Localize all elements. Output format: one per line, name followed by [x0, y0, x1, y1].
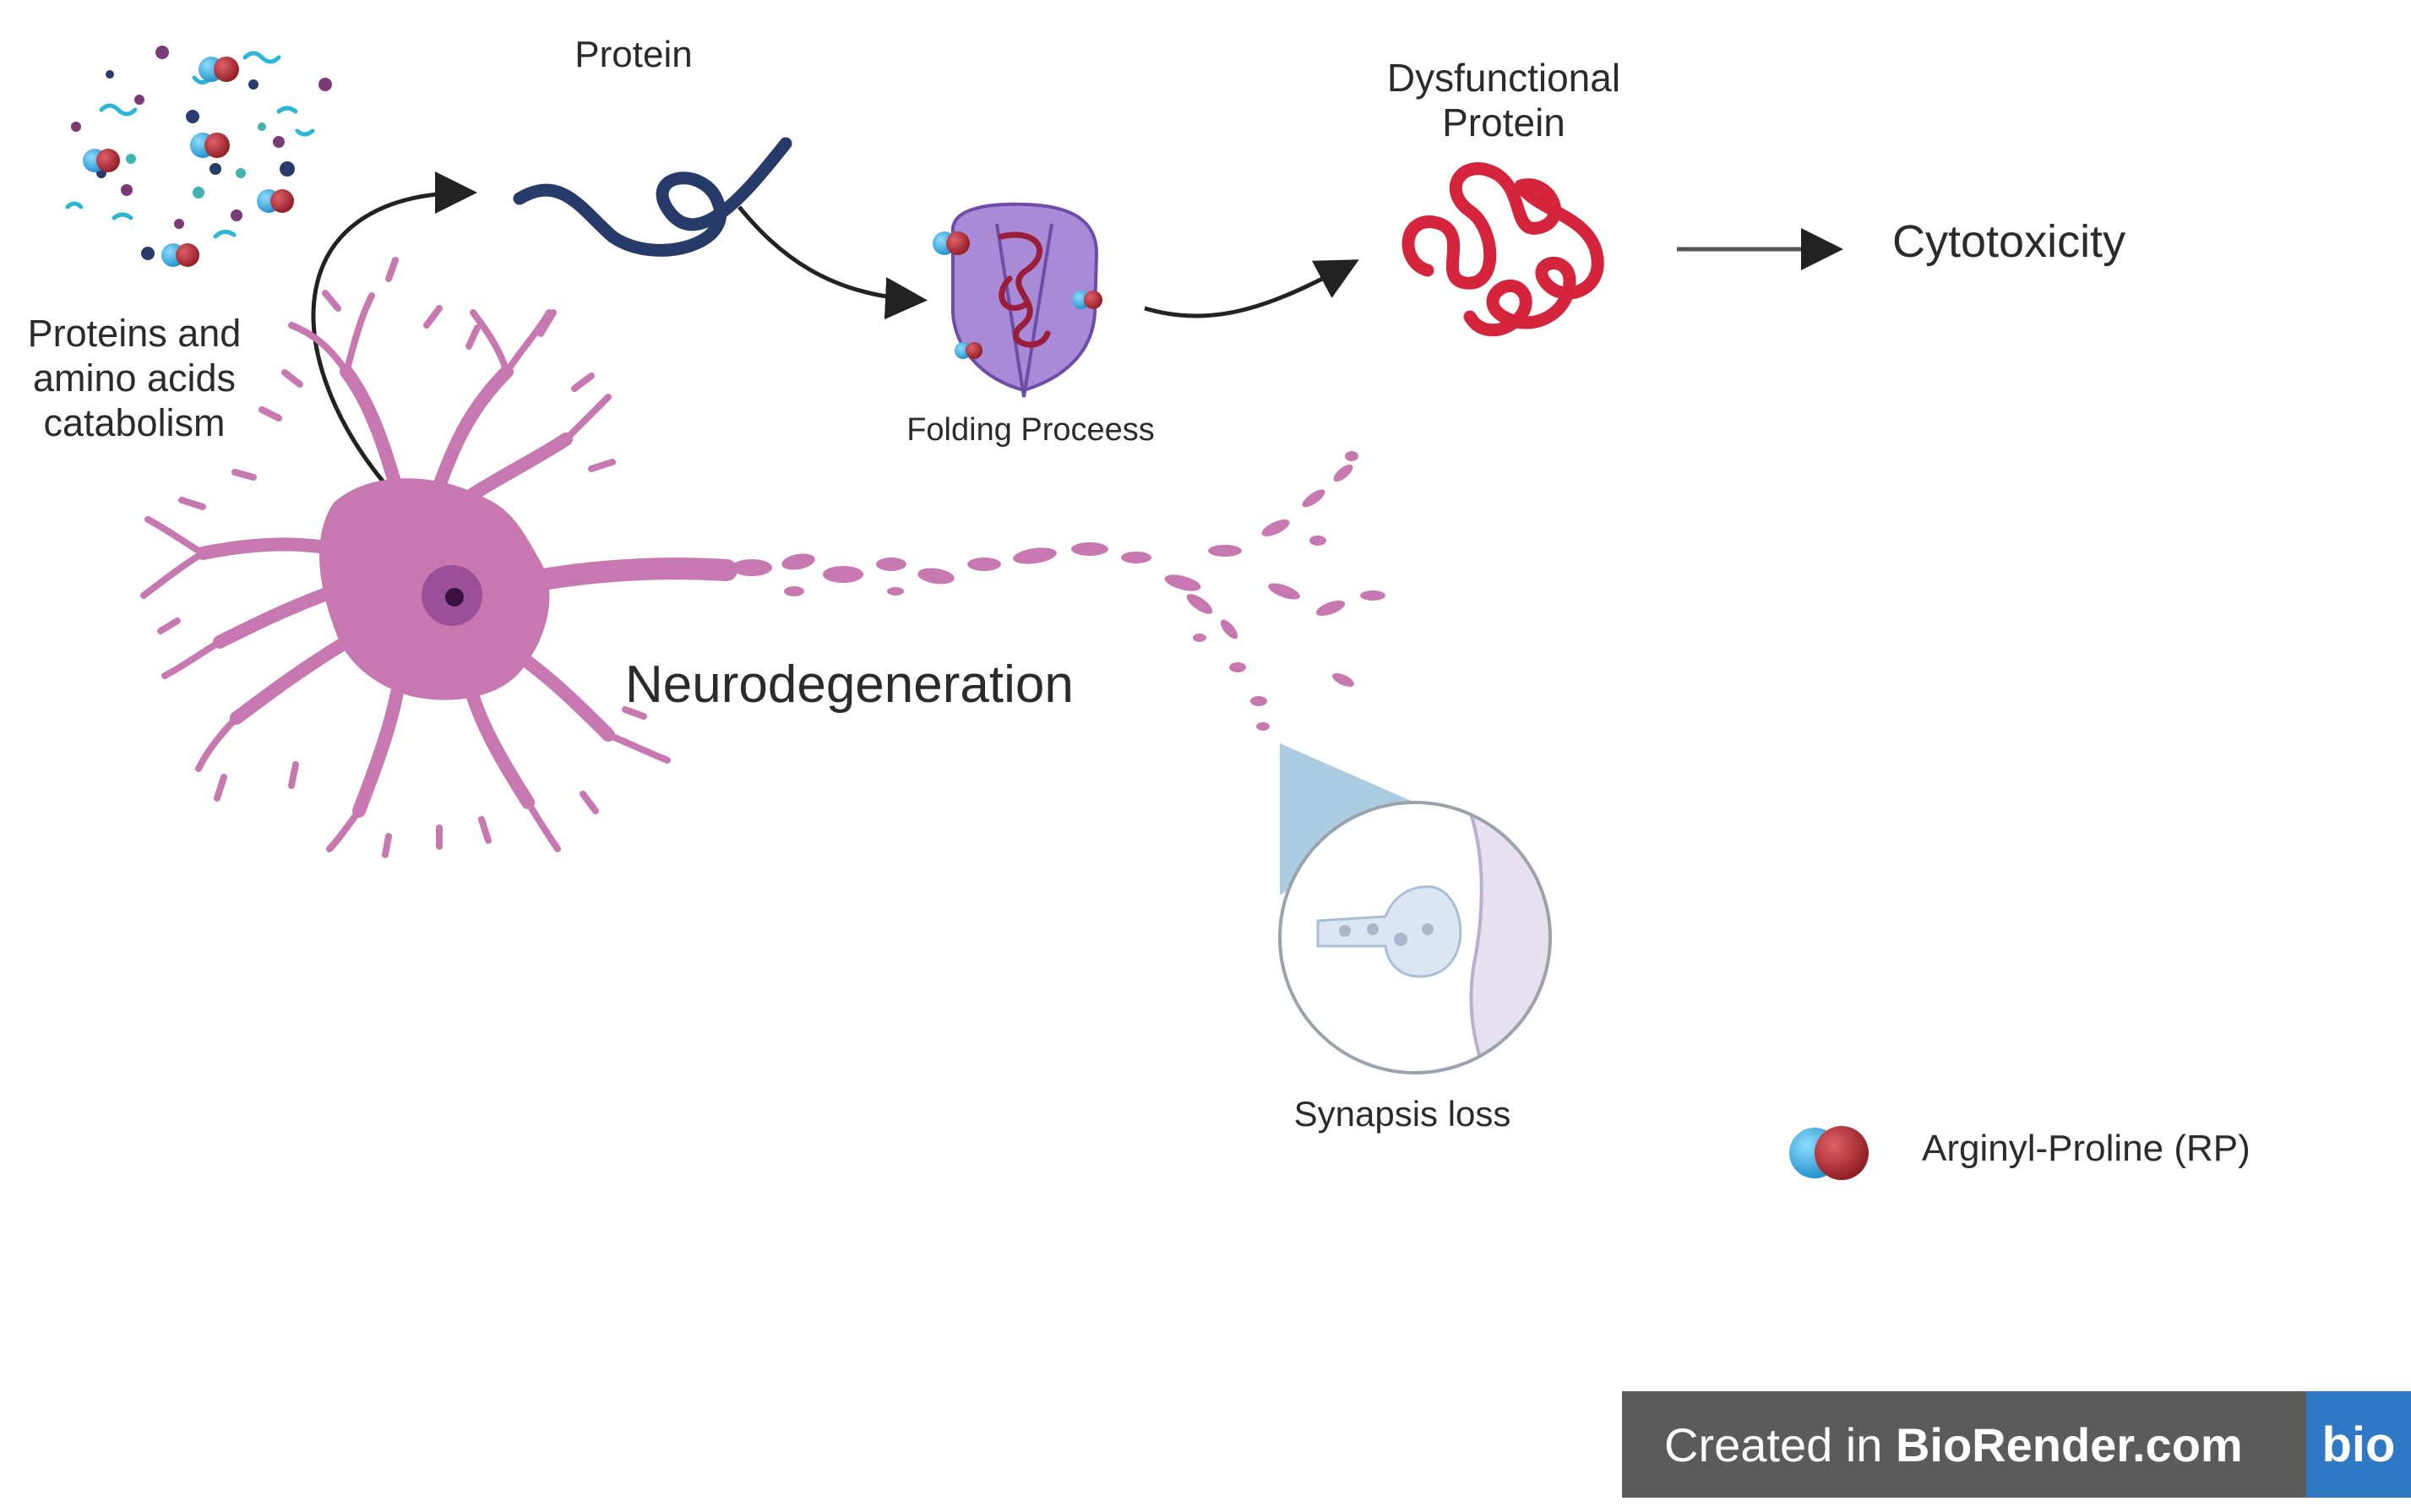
folding-process-label: Folding Proceess	[906, 412, 1155, 448]
rp-dipeptide-icon	[161, 243, 199, 267]
legend-rp-label: Arginyl-Proline (RP)	[1922, 1128, 2250, 1169]
protein-chain-icon	[513, 137, 792, 257]
folding-to-dysfunctional-arrow	[1144, 259, 1359, 318]
watermark-text: Created in BioRender.com	[1664, 1417, 2243, 1472]
synapsis-loss-label: Synapsis loss	[1293, 1094, 1511, 1134]
synapse-zoom-lens	[1278, 743, 1552, 1074]
rp-dipeptide-icon	[190, 133, 230, 158]
protein-to-folding-arrow	[737, 205, 928, 320]
rp-dipeptide-icon	[955, 342, 982, 359]
neurodegeneration-label: Neurodegeneration	[625, 655, 1074, 714]
catabolism-label-line1: Proteins and	[27, 312, 242, 355]
rp-dipeptide-icon	[199, 57, 239, 82]
rp-dipeptide-icon	[83, 149, 120, 172]
rp-dipeptide-icon	[257, 189, 294, 213]
catabolism-label-line3: catabolism	[43, 401, 226, 444]
dysfunctional-protein-icon	[1401, 162, 1604, 337]
legend-rp-icon	[1789, 1126, 1869, 1180]
protein-label: Protein	[574, 34, 693, 75]
dysfunctional-protein-label: Dysfunctional Protein	[1335, 56, 1673, 145]
watermark-prefix: Created in	[1664, 1417, 1896, 1471]
biorender-watermark: Created in BioRender.com bio	[1622, 1391, 2411, 1498]
catabolism-label-line2: amino acids	[32, 356, 237, 400]
catabolism-label: Proteins and amino acids catabolism	[0, 311, 269, 445]
catabolism-to-protein-arrow	[311, 171, 477, 485]
biorender-logo-icon: bio	[2306, 1391, 2411, 1498]
rp-dipeptide-icon	[1072, 291, 1102, 309]
neuron-icon	[140, 257, 1385, 858]
amino-acid-pool	[65, 46, 332, 267]
dysfunctional-label-line1: Dysfunctional	[1386, 56, 1621, 100]
dysfunctional-label-line2: Protein	[1442, 101, 1565, 144]
watermark-brand: BioRender.com	[1895, 1417, 2243, 1471]
folding-chaperone-icon	[933, 202, 1102, 398]
rp-dipeptide-icon	[933, 231, 970, 255]
cytotoxicity-label: Cytotoxicity	[1892, 216, 2126, 267]
